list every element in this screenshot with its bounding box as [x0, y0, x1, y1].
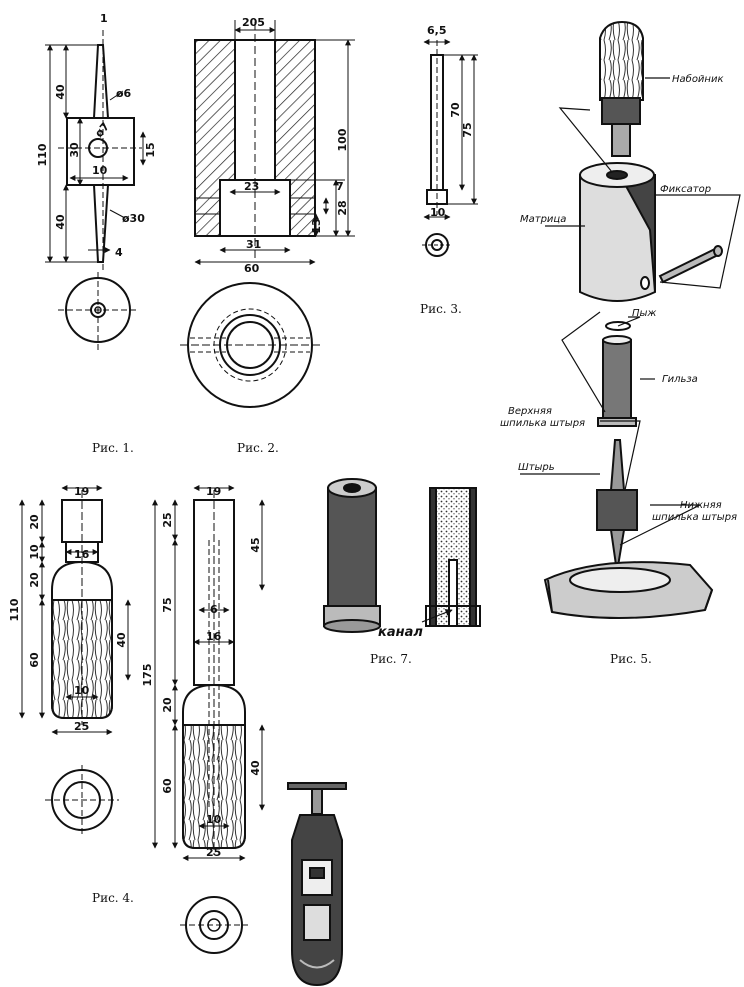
figure-3-pin: 6,5 70 75 10 Рис. 3.: [420, 24, 478, 316]
drift-dimension-lines: [45, 44, 146, 263]
dim-text: 6: [210, 603, 218, 616]
label-lower-stud-1: Нижняя: [680, 500, 722, 511]
dim-text: 19: [74, 485, 89, 498]
dim-text: 25: [206, 846, 221, 859]
dim-text: 15: [144, 142, 157, 157]
figure-3-caption: Рис. 3.: [420, 302, 462, 316]
figure-1-drift: 1 40 ø6 ø7 110 30 15 10 ø30 40 4 Рис. 1.: [36, 12, 157, 455]
leader-lines: [520, 77, 741, 546]
dim-text: 40: [249, 760, 262, 776]
dim-text: 205: [242, 16, 265, 29]
label-lower-stud-2: шпилька штыря: [652, 512, 737, 523]
dim-text: 40: [54, 84, 67, 100]
cartridge-case: [597, 335, 637, 427]
dim-text: ø6: [116, 87, 132, 100]
figure-2-caption: Рис. 2.: [237, 441, 279, 455]
dim-text: 10: [430, 206, 446, 219]
dim-text: 25: [74, 720, 89, 733]
figure-7-charge: канал Рис. 7.: [323, 478, 481, 666]
dim-text: ø30: [122, 212, 145, 225]
dim-text: 19: [206, 485, 221, 498]
dim-text: 60: [28, 652, 41, 668]
short-rammer: [51, 490, 113, 725]
long-rammer-dim-lines: [152, 485, 265, 861]
dim-text: 4: [115, 246, 123, 259]
label-case: Гильза: [662, 374, 698, 385]
label-rod: Штырь: [518, 462, 555, 473]
short-rammer-dim-texts: 19 20 10 16 20 110 40 60 10 25: [8, 485, 128, 733]
label-upper-stud-2: шпилька штыря: [500, 418, 585, 429]
label-channel: канал: [378, 625, 423, 640]
long-rammer-dim-texts: 19 25 45 75 6 16 175 20 40 60 10 25: [141, 485, 262, 859]
dim-text: 10: [28, 544, 41, 560]
dim-text: 16: [74, 548, 90, 561]
drift-top-view: [58, 272, 138, 350]
wood-stump: [543, 561, 714, 620]
dim-text: 10: [206, 813, 222, 826]
matrix-section: [194, 22, 316, 262]
figure-2-matrix: 205 100 23 7 28 13 31 60 Рис. 2.: [180, 16, 355, 455]
matrix-dimension-lines: [194, 20, 355, 265]
label-die: Матрица: [520, 214, 566, 225]
matrix-dimension-texts: 205 100 23 7 28 13 31 60: [242, 16, 349, 275]
channel-leader: [421, 609, 453, 623]
pin-body: [426, 40, 448, 215]
pin-dimension-texts: 6,5 70 75 10: [427, 24, 474, 219]
long-rammer: [182, 490, 246, 855]
assembly-labels: Набойник Фиксатор Матрица Пыж Гильза Вер…: [500, 73, 737, 523]
matrix-top-view: [180, 282, 320, 408]
dim-text: 110: [36, 143, 49, 166]
figure-5-caption: Рис. 5.: [610, 652, 652, 666]
dim-text: 110: [8, 598, 21, 621]
charge-section: [425, 487, 481, 627]
figure-4-rammers: 19 20 10 16 20 110 40 60 10 25: [8, 485, 265, 954]
long-rammer-top-view: [180, 896, 248, 954]
dim-text: 20: [161, 697, 174, 713]
die-cylinder: [579, 162, 656, 302]
dim-text: 75: [461, 122, 474, 137]
dim-text: 30: [68, 142, 81, 158]
dim-text: 70: [449, 102, 462, 118]
dim-text: 20: [28, 514, 41, 530]
dim-text: 40: [54, 214, 67, 230]
dim-text: 10: [92, 164, 108, 177]
dim-text: 45: [249, 537, 262, 552]
dim-text: 6,5: [427, 24, 447, 37]
dim-text: 1: [100, 12, 108, 25]
dim-text: 100: [336, 128, 349, 151]
charge-exterior: [323, 478, 381, 633]
lock-pin: [658, 245, 723, 284]
dim-text: 75: [161, 597, 174, 612]
figure-7-caption: Рис. 7.: [370, 652, 412, 666]
rammer: [599, 20, 644, 157]
dim-text: 7: [336, 180, 344, 193]
dim-text: 28: [336, 200, 349, 215]
label-rammer: Набойник: [672, 73, 724, 85]
short-rammer-dim-lines: [19, 485, 131, 735]
pin-top-view: [422, 233, 452, 257]
dim-text: 16: [206, 630, 222, 643]
dim-text: 40: [115, 632, 128, 648]
dim-text: 23: [244, 180, 259, 193]
label-lock-pin: Фиксатор: [660, 184, 711, 195]
dim-text: 175: [141, 664, 154, 687]
figure-5-assembly: Набойник Фиксатор Матрица Пыж Гильза Вер…: [500, 20, 741, 666]
rod-assembly: [596, 439, 638, 573]
screw-press-tool: [287, 782, 347, 987]
dim-text: 20: [28, 572, 41, 588]
short-rammer-top-view: [45, 765, 119, 835]
dim-text: 10: [74, 684, 90, 697]
figure-4-caption: Рис. 4.: [92, 891, 134, 905]
dim-text: 13: [310, 218, 323, 233]
pin-dimension-lines: [423, 39, 478, 220]
dim-text: 31: [246, 238, 261, 251]
dim-text: 25: [161, 512, 174, 527]
label-upper-stud-1: Верхняя: [508, 406, 552, 417]
dim-text: 60: [244, 262, 260, 275]
label-wad: Пыж: [632, 308, 656, 319]
figure-1-caption: Рис. 1.: [92, 441, 134, 455]
dim-text: 60: [161, 778, 174, 794]
